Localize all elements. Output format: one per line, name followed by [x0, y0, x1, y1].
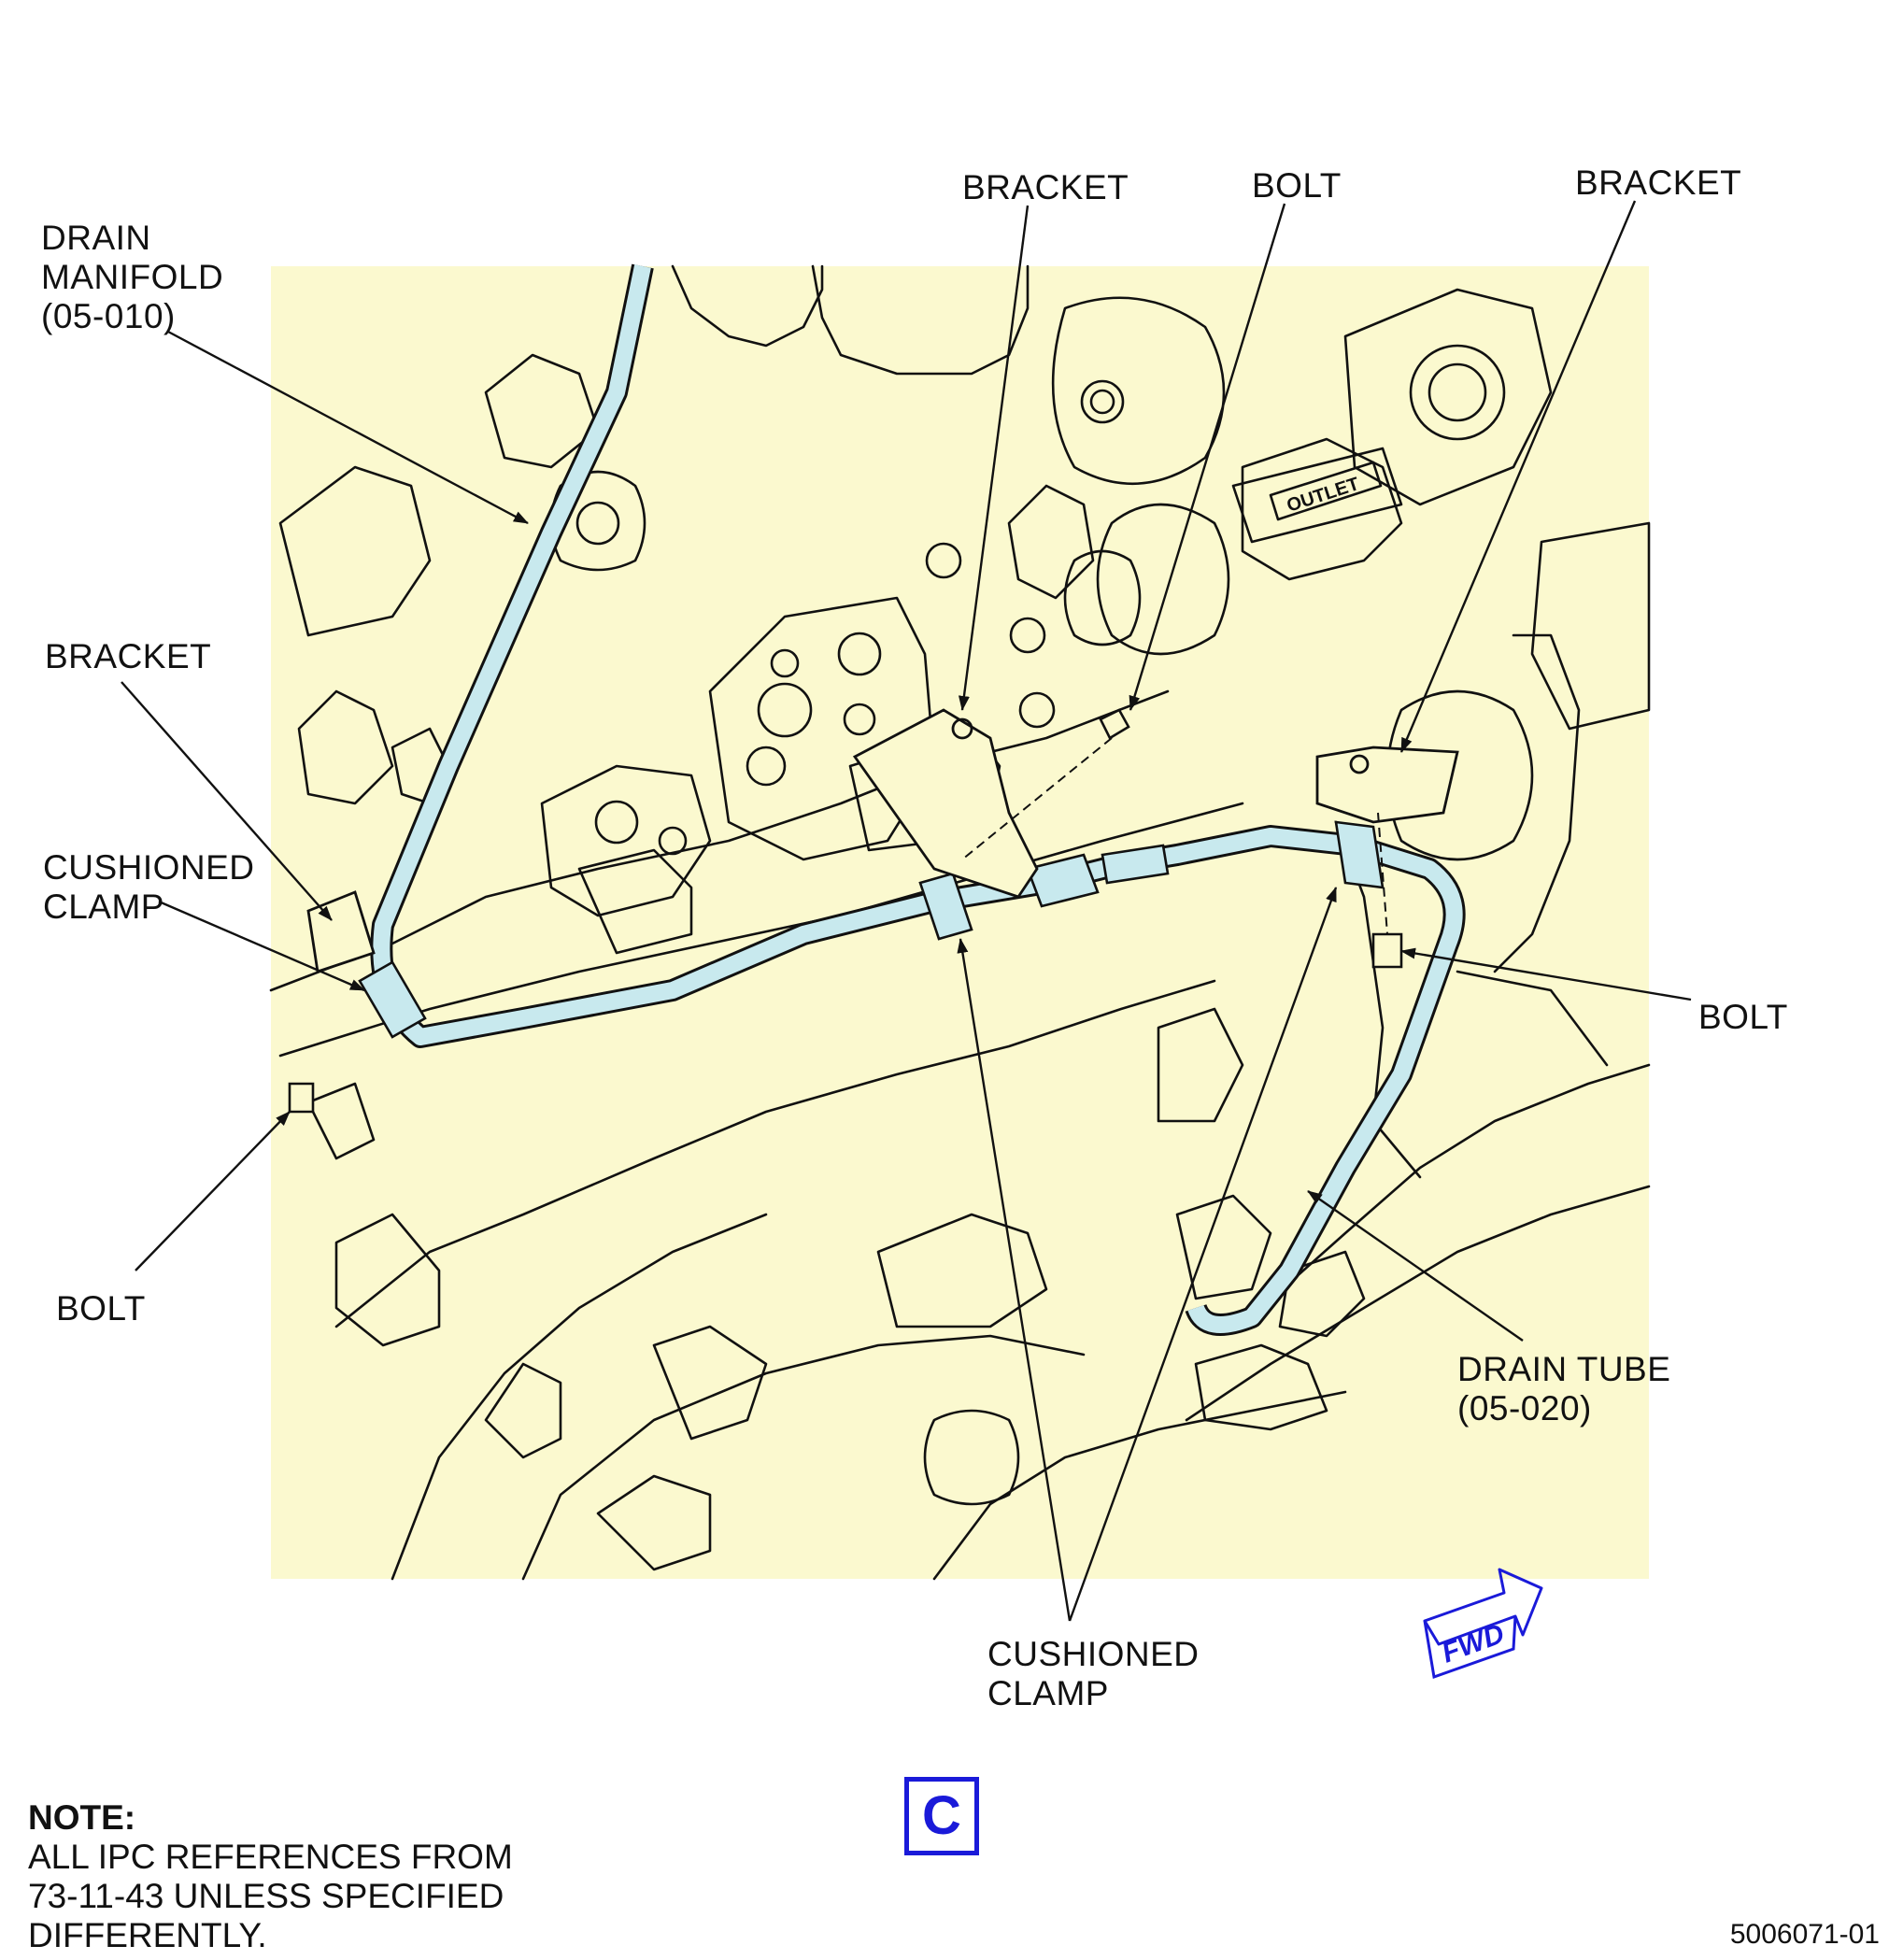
right-bracket [1315, 746, 1459, 824]
brackets [306, 708, 1459, 973]
right-cushioned-clamp [1334, 820, 1385, 889]
leader-bolt-left [135, 1111, 291, 1271]
label-bolt-left: BOLT [56, 1289, 146, 1328]
leader-bolt-right [1400, 947, 1692, 1001]
top-bolt [1099, 708, 1130, 740]
right-bolt [1371, 932, 1403, 969]
bolts [288, 708, 1403, 1114]
label-bolt-right: BOLT [1698, 998, 1788, 1036]
leader-drain-manifold [167, 330, 529, 525]
note-body: ALL IPC REFERENCES FROM 73-11-43 UNLESS … [28, 1838, 513, 1954]
leader-bolt-top [1129, 203, 1286, 711]
fwd-label: FWD [1438, 1618, 1508, 1669]
leader-cushioned-clamp-left [158, 900, 365, 992]
union-nut [1026, 853, 1100, 908]
note-title: NOTE: [28, 1798, 136, 1837]
leader-drain-tube [1307, 1190, 1524, 1342]
label-cushioned-clamp-left: CUSHIONED CLAMP [43, 848, 255, 926]
figure-number: 5006071-01 [1729, 1919, 1880, 1950]
leader-bracket-top-right [1399, 200, 1637, 753]
tube-fittings [358, 820, 1385, 1039]
left-cushioned-clamp [358, 960, 427, 1039]
label-cushioned-clamp-bottom: CUSHIONED CLAMP [987, 1635, 1200, 1712]
leader-lines [121, 200, 1692, 1622]
drain-tube [1119, 825, 1466, 1336]
view-letter-badge: C [904, 1777, 979, 1855]
label-bracket-top-right: BRACKET [1575, 163, 1742, 202]
label-drain-tube: DRAIN TUBE (05-020) [1457, 1350, 1671, 1427]
label-bracket-left: BRACKET [45, 637, 212, 675]
center-bracket [852, 708, 1039, 899]
left-bolt [288, 1082, 315, 1114]
center-cushioned-clamp [918, 872, 973, 941]
label-bracket-top-center: BRACKET [962, 168, 1129, 206]
leader-cushioned-clamp-center [957, 938, 1072, 1622]
label-bolt-top: BOLT [1252, 166, 1342, 205]
note-block: NOTE: ALL IPC REFERENCES FROM 73-11-43 U… [28, 1798, 513, 1955]
union-fitting [1101, 844, 1170, 885]
leader-bracket-left [121, 681, 333, 921]
leader-cushioned-clamp-right [1068, 887, 1338, 1622]
fwd-arrow-icon: FWD [1423, 1568, 1543, 1680]
label-drain-manifold: DRAIN MANIFOLD (05-010) [41, 219, 224, 335]
engine-linework [269, 264, 1651, 1581]
leader-bracket-top-center [958, 205, 1030, 711]
